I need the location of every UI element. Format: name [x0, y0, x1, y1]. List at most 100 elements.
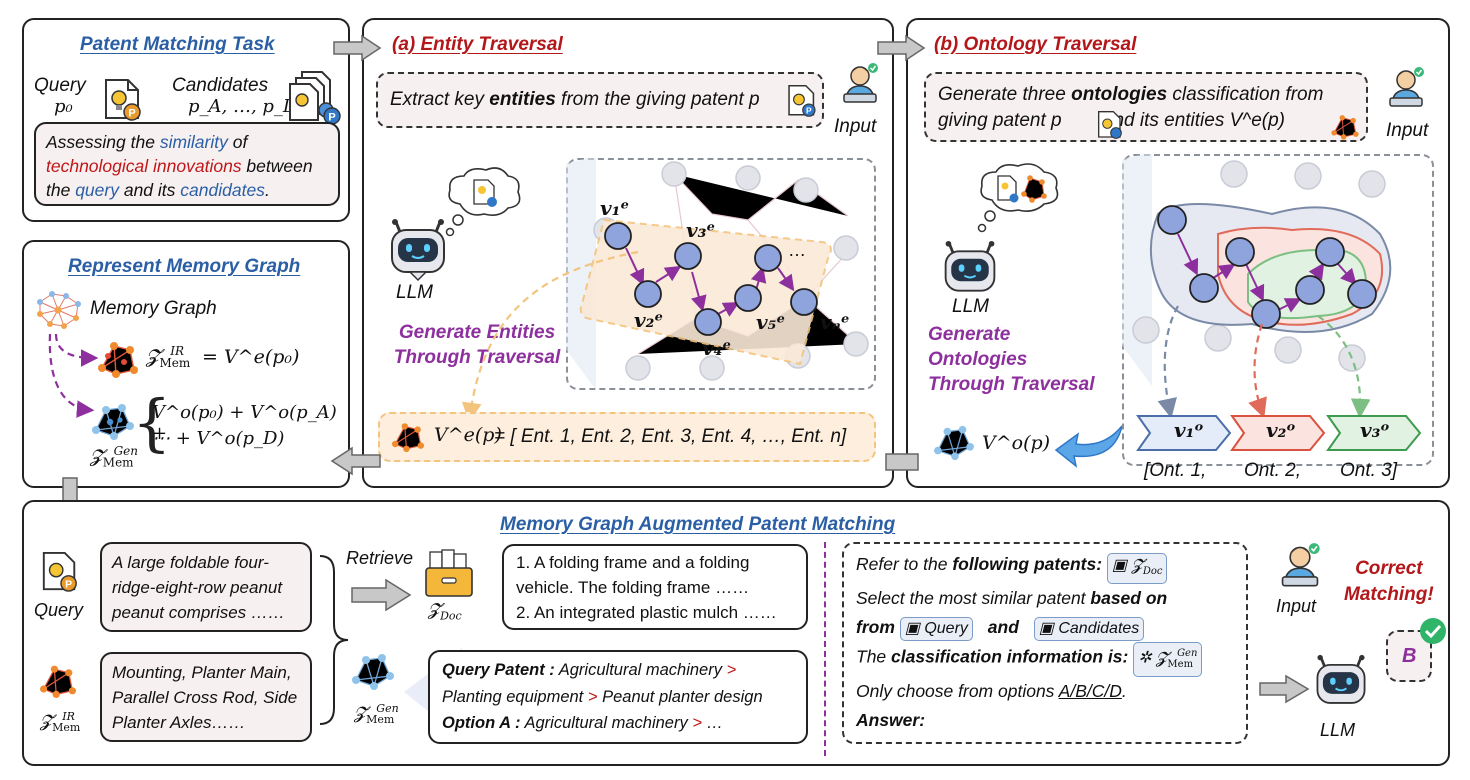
- svg-text:P: P: [806, 106, 812, 116]
- ontology-llm-label: LLM: [952, 296, 989, 317]
- ir-memory-graph-icon: [98, 342, 138, 378]
- desc-p1: Assessing the: [46, 132, 160, 152]
- ontology-tag-v2: v₂ᵒ: [1266, 418, 1296, 442]
- ontology-title: (b) Ontology Traversal: [934, 34, 1137, 55]
- query-tag: ▣ Query: [899, 617, 973, 642]
- matching-llm-label: LLM: [1320, 720, 1356, 740]
- mp-l2a: Select the most similar patent: [856, 588, 1091, 609]
- memory-graph-label: Memory Graph: [90, 298, 217, 319]
- mp-l3a: from: [856, 617, 895, 638]
- task-title: Patent Matching Task: [80, 34, 275, 55]
- gen-mem-tag: ✲ 𝓩MemGen: [1133, 642, 1203, 677]
- matching-query-label: Query: [34, 600, 84, 620]
- desc-tech: technological innovations: [46, 156, 242, 176]
- correct-line1: Correct: [1355, 558, 1423, 579]
- entity-graph-icon: [392, 423, 424, 452]
- doc-tag: ▣ 𝓩Doc: [1106, 553, 1168, 585]
- query-label: Query: [34, 75, 86, 96]
- ir-text: Mounting, Planter Main, Parallel Cross R…: [112, 663, 298, 732]
- entity-input-label: Input: [834, 116, 877, 137]
- entity-graph-icon: [1331, 115, 1359, 140]
- ir-equation: = V^e(p₀): [202, 346, 300, 368]
- desc-query: query: [75, 180, 119, 200]
- node-label-ellipsis: …: [788, 240, 806, 260]
- ont-gen-line2: Ontologies: [928, 349, 1028, 370]
- entity-llm-label: LLM: [396, 282, 433, 303]
- entity-prompt-post: from the giving patent p: [555, 89, 760, 110]
- user-at-laptop-icon: [843, 63, 878, 103]
- desc-p4: the: [46, 180, 76, 200]
- desc-similarity: similarity: [159, 132, 228, 152]
- entity-prompt-bold: entities: [489, 89, 556, 110]
- user-at-laptop-icon: [1281, 543, 1320, 587]
- mp-l3b: and: [987, 617, 1019, 638]
- ont-prompt-l2b: and its entities V^e(p): [1097, 110, 1285, 131]
- task-description-box: Assessing the similarity of technologica…: [34, 122, 340, 206]
- entity-result-symbol: V^e(p): [434, 424, 502, 446]
- matching-gen-symbol: 𝓩MemGen: [354, 702, 399, 727]
- node-label-v5: v₅ᵉ: [756, 310, 786, 334]
- entity-title: (a) Entity Traversal: [392, 34, 563, 55]
- ontology-graph: [1122, 154, 1392, 419]
- ontology-tag-v1: v₁ᵒ: [1174, 418, 1204, 442]
- gen-memory-graph-icon: [934, 425, 974, 461]
- retrieve-label: Retrieve: [346, 548, 414, 568]
- gen-qp-2: Planting equipment: [442, 688, 588, 706]
- ontology-tag-v3: v₃ᵒ: [1360, 418, 1390, 442]
- node-label-vn: vₙᵉ: [820, 310, 850, 334]
- flow-arrow-task-to-entity: [333, 34, 382, 62]
- ontology-input-label: Input: [1386, 120, 1429, 141]
- patent-icon: P: [105, 79, 141, 121]
- ont-gen-line3: Through Traversal: [928, 374, 1095, 395]
- mp-l5b: A/B/C/D: [1058, 680, 1122, 701]
- mp-l2b: based on: [1090, 588, 1168, 609]
- entity-result-box: [378, 412, 876, 462]
- ir-text-box: Mounting, Planter Main, Parallel Cross R…: [100, 652, 312, 742]
- gt-3: >: [692, 714, 702, 732]
- gt-2: >: [587, 688, 598, 706]
- desc-candidates: candidates: [180, 180, 265, 200]
- flow-arrow-ontology-to-entity: [885, 453, 919, 471]
- correct-matching-label: Correct Matching!: [1344, 556, 1434, 608]
- ont-prompt-l1c: classification from: [1167, 84, 1324, 105]
- gen-memory-graph-icon: [352, 654, 394, 690]
- node-label-v4: v₄ᵉ: [702, 336, 732, 360]
- gen-text-box: Query Patent : Agricultural machinery > …: [428, 650, 808, 744]
- entity-to-result-arrow: [461, 250, 639, 420]
- entity-traversal-panel: (a) Entity Traversal Extract key entitie…: [362, 18, 894, 488]
- entity-gen-line1: Generate Entities: [398, 322, 556, 343]
- brain-network-icon: [37, 291, 81, 329]
- gt-1: >: [726, 661, 737, 679]
- query-text: A large foldable four-ridge-eight-row pe…: [112, 553, 285, 622]
- user-at-laptop-icon: [1389, 67, 1424, 107]
- retrieve-brace: [319, 555, 349, 725]
- entity-generate-label: Generate Entities Through Traversal: [382, 320, 572, 370]
- ir-memory-graph-icon: [40, 665, 76, 698]
- flow-arrow-entity-to-memory: [330, 446, 381, 476]
- memory-graph-panel: Represent Memory Graph Memory Graph 𝓩Mem…: [22, 240, 350, 488]
- gen-qp-3: Peanut planter design: [597, 688, 763, 706]
- gen-memory-graph-icon: [92, 404, 134, 440]
- ontology-ont3: Ont. 3]: [1340, 460, 1398, 481]
- desc-p5: and its: [118, 180, 181, 200]
- entity-gen-line2: Through Traversal: [393, 347, 561, 368]
- ontology-prompt-box: Generate three ontologies classification…: [924, 72, 1368, 142]
- check-icon: [1420, 618, 1446, 644]
- desc-p6: .: [264, 180, 270, 200]
- svg-text:P: P: [328, 112, 335, 124]
- llm-arrow: [1259, 674, 1310, 704]
- gen-brace: {: [132, 386, 172, 459]
- thought-cloud-icon: [445, 167, 521, 237]
- doc-text-2: 2. An integrated plastic mulch ……: [516, 603, 777, 622]
- correct-line2: Matching!: [1344, 584, 1434, 605]
- desc-p3: between: [241, 156, 313, 176]
- mp-l1a: Refer to the: [856, 554, 953, 574]
- mp-l4b: classification information is:: [891, 646, 1129, 667]
- mp-l4a: The: [856, 646, 892, 667]
- matching-ir-symbol: 𝓩MemIR: [40, 710, 81, 735]
- robot-llm-icon: [1316, 654, 1366, 704]
- robot-llm-icon: [391, 219, 445, 282]
- ontology-v-label: V^o(p): [982, 432, 1051, 454]
- query-tag-text: Query: [924, 620, 968, 638]
- candidates-label: Candidates: [172, 75, 269, 96]
